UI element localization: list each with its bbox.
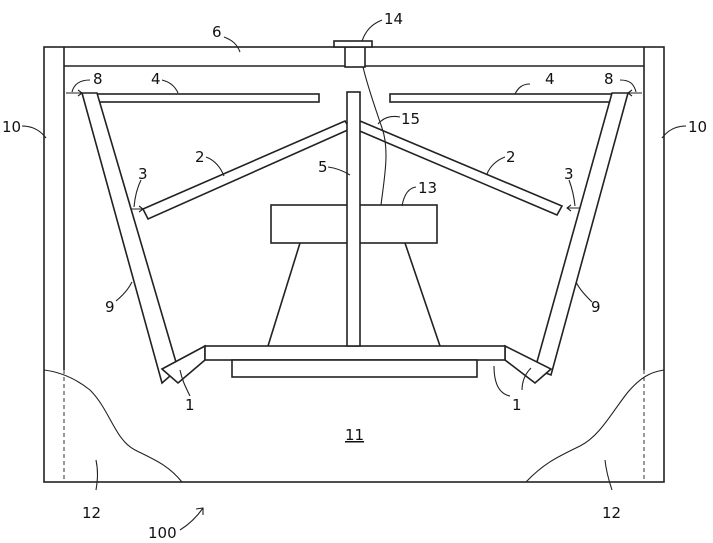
- leader-14: [361, 19, 383, 42]
- leader-2-left: [205, 156, 225, 177]
- right-cutaway-curve: [525, 369, 665, 483]
- right-leg: [404, 242, 441, 347]
- bottom-lower-plate: [231, 359, 478, 378]
- leader-10-left: [21, 125, 47, 139]
- leader-3-right: [568, 179, 576, 207]
- leader-6: [223, 36, 241, 53]
- leader-1-right: [493, 365, 511, 397]
- leader-1-left: [179, 369, 191, 397]
- right-side-wall: [534, 92, 630, 377]
- leader-2-right: [486, 156, 506, 175]
- bottom-pan: [204, 345, 506, 361]
- right-blade: [353, 119, 564, 217]
- label-13: 13: [418, 179, 437, 197]
- arrow-100: [179, 507, 204, 531]
- label-5: 5: [318, 158, 328, 176]
- label-10-right: 10: [688, 118, 707, 136]
- label-100: 100: [148, 524, 177, 542]
- label-3-right: 3: [564, 165, 574, 183]
- arrow-8-left: [66, 89, 83, 97]
- leader-15: [377, 115, 401, 125]
- label-3-left: 3: [138, 165, 148, 183]
- leader-4-right: [514, 83, 531, 95]
- leader-5: [327, 166, 351, 176]
- leader-12-right: [604, 459, 613, 491]
- label-14: 14: [384, 10, 403, 28]
- leader-3-left: [133, 179, 142, 208]
- label-15: 15: [401, 110, 420, 128]
- leader-13: [401, 186, 417, 207]
- leader-9-left: [115, 281, 133, 302]
- label-9-left: 9: [105, 298, 115, 316]
- arrow-3-left: [131, 205, 144, 213]
- label-9-right: 9: [591, 298, 601, 316]
- top-fitting-cap: [333, 40, 373, 48]
- label-12-right: 12: [602, 504, 621, 522]
- label-4-left: 4: [151, 70, 161, 88]
- label-1-right: 1: [512, 396, 522, 414]
- label-2-left: 2: [195, 148, 205, 166]
- left-side-wall: [80, 92, 179, 385]
- arrow-3-right: [566, 204, 580, 212]
- label-6: 6: [212, 23, 222, 41]
- label-1-left: 1: [185, 396, 195, 414]
- left-upper-plate: [89, 93, 320, 103]
- label-8-right: 8: [604, 70, 614, 88]
- left-cutaway-curve: [43, 369, 183, 483]
- label-10-left: 10: [2, 118, 21, 136]
- arrow-8-right: [627, 89, 642, 97]
- leader-9-right: [575, 281, 593, 303]
- top-fitting-base: [344, 46, 366, 68]
- leader-8-left: [71, 79, 91, 93]
- central-shaft: [346, 91, 361, 347]
- label-8-left: 8: [93, 70, 103, 88]
- label-4-right: 4: [545, 70, 555, 88]
- leader-4-left: [161, 79, 179, 94]
- leader-1-right-b: [521, 367, 532, 391]
- label-11: 11: [345, 426, 364, 444]
- label-12-left: 12: [82, 504, 101, 522]
- leader-12-left: [95, 459, 99, 491]
- label-2-right: 2: [506, 148, 516, 166]
- right-upper-plate: [389, 93, 623, 103]
- leader-8-right: [619, 79, 637, 93]
- leader-10-right: [661, 125, 687, 139]
- left-leg: [267, 242, 301, 347]
- cable: [362, 66, 387, 206]
